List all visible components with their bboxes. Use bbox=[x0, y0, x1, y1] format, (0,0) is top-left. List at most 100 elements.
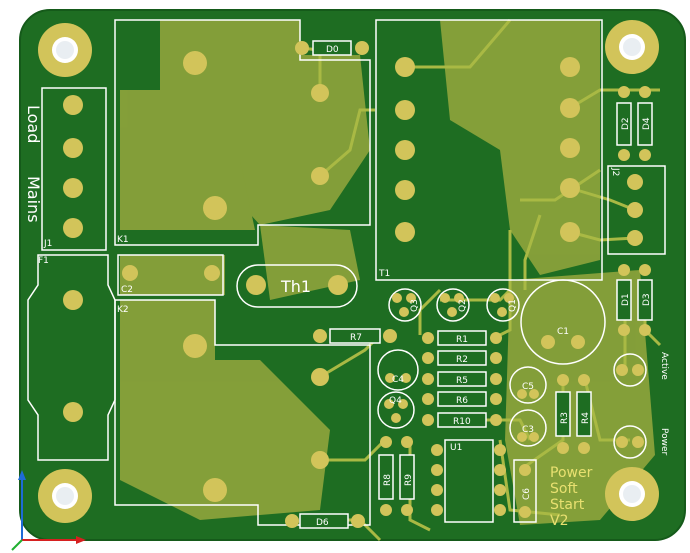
diode-pads bbox=[618, 86, 651, 336]
r7-body bbox=[329, 328, 381, 344]
label-c6: C6 bbox=[522, 488, 532, 500]
y-axis-arrow-icon bbox=[18, 470, 26, 480]
label-d3: D3 bbox=[642, 293, 652, 306]
d0-pads bbox=[295, 41, 369, 55]
j2-outline bbox=[607, 165, 666, 255]
label-c1: C1 bbox=[557, 327, 569, 337]
silkscreen-outlines bbox=[27, 19, 666, 526]
r2-body bbox=[437, 350, 487, 366]
c2-pads bbox=[122, 265, 220, 281]
label-r1: R1 bbox=[456, 335, 468, 345]
d6-body bbox=[299, 513, 349, 529]
d0-body bbox=[312, 40, 352, 56]
j1-outline bbox=[41, 87, 107, 251]
r1-body bbox=[437, 330, 487, 346]
k2-outline bbox=[114, 299, 371, 526]
label-power: Power bbox=[659, 428, 669, 456]
k1-pads bbox=[183, 51, 329, 220]
r5-body bbox=[437, 371, 487, 387]
pour-right bbox=[440, 20, 600, 275]
label-d2: D2 bbox=[621, 117, 631, 130]
label-q4: Q4 bbox=[389, 396, 402, 406]
th1-pads bbox=[246, 275, 348, 295]
trace bbox=[520, 168, 601, 202]
axis-indicator bbox=[11, 470, 86, 551]
u1-pads bbox=[431, 444, 506, 516]
label-c2: C2 bbox=[121, 285, 133, 295]
trace bbox=[498, 439, 561, 517]
label-r2: R2 bbox=[456, 355, 468, 365]
label-d1: D1 bbox=[621, 293, 631, 306]
label-r5: R5 bbox=[456, 376, 468, 386]
r10-body bbox=[437, 412, 487, 428]
led-active-outline bbox=[613, 353, 647, 387]
trace bbox=[569, 230, 636, 242]
label-load: Load bbox=[24, 105, 43, 143]
label-r7: R7 bbox=[350, 333, 362, 343]
d6-pads bbox=[285, 514, 365, 528]
k1-outline bbox=[114, 19, 371, 246]
label-r9: R9 bbox=[404, 474, 414, 486]
trace bbox=[569, 186, 636, 212]
label-r8: R8 bbox=[383, 474, 393, 486]
label-d0: D0 bbox=[326, 45, 339, 55]
trace bbox=[320, 438, 387, 462]
axial-components bbox=[299, 40, 653, 529]
mount-hole-bottom-right bbox=[605, 467, 659, 521]
mounting-holes bbox=[38, 20, 659, 523]
label-q3: Q3 bbox=[410, 299, 420, 312]
led-power-outline bbox=[613, 425, 647, 459]
label-q1: Q1 bbox=[508, 299, 518, 312]
c6-outline bbox=[513, 459, 537, 523]
c5-outline bbox=[509, 366, 547, 404]
u1-outline bbox=[444, 439, 494, 523]
d1-body bbox=[616, 279, 632, 321]
label-c4: C4 bbox=[392, 375, 404, 385]
mount-hole-bottom-left bbox=[38, 469, 92, 523]
pour-c2 bbox=[120, 255, 225, 295]
t1-pads bbox=[395, 57, 580, 242]
pads bbox=[63, 41, 651, 528]
label-u1: U1 bbox=[450, 443, 462, 453]
trace bbox=[319, 108, 375, 178]
trace bbox=[405, 19, 512, 69]
q3-outline bbox=[388, 288, 422, 322]
c3-outline bbox=[509, 409, 547, 447]
silkscreen-text: Load Mains J1 K1 F1 C2 K2 Th1 T1 J2 D0 D… bbox=[24, 45, 669, 529]
title-line-2: Soft bbox=[550, 481, 578, 497]
label-t1: T1 bbox=[378, 269, 390, 279]
board-title: Power Soft Start V2 bbox=[550, 465, 593, 529]
c2-outline bbox=[117, 254, 224, 296]
label-q2: Q2 bbox=[458, 299, 468, 312]
j2-pads bbox=[627, 174, 643, 246]
r3-body bbox=[555, 391, 571, 437]
label-mains: Mains bbox=[24, 176, 43, 223]
label-j2: J2 bbox=[610, 167, 620, 176]
q4-outline bbox=[377, 391, 415, 429]
th1-outline bbox=[236, 264, 358, 308]
r6-body bbox=[437, 391, 487, 407]
r7-pads bbox=[313, 329, 397, 343]
label-f1: F1 bbox=[38, 256, 49, 266]
c4-outline bbox=[377, 349, 419, 391]
d2-body bbox=[616, 102, 632, 146]
pour-k1-mid bbox=[120, 90, 255, 230]
capacitor-pads bbox=[385, 335, 585, 518]
title-line-4: V2 bbox=[550, 513, 568, 529]
label-j1: J1 bbox=[43, 239, 52, 249]
r9-body bbox=[399, 454, 415, 500]
mount-hole-top-right bbox=[605, 20, 659, 74]
mount-hole-top-left bbox=[38, 23, 92, 77]
c1-outline bbox=[520, 279, 606, 365]
d3-body bbox=[637, 279, 653, 321]
label-c5: C5 bbox=[522, 382, 534, 392]
x-axis-arrow-icon bbox=[76, 536, 86, 544]
label-k1: K1 bbox=[117, 235, 129, 245]
f1-outline bbox=[27, 254, 116, 461]
label-d6: D6 bbox=[316, 518, 329, 528]
r8-body bbox=[378, 454, 394, 500]
f1-pads bbox=[63, 290, 83, 422]
q2-outline bbox=[436, 288, 470, 322]
label-d4: D4 bbox=[642, 117, 652, 130]
